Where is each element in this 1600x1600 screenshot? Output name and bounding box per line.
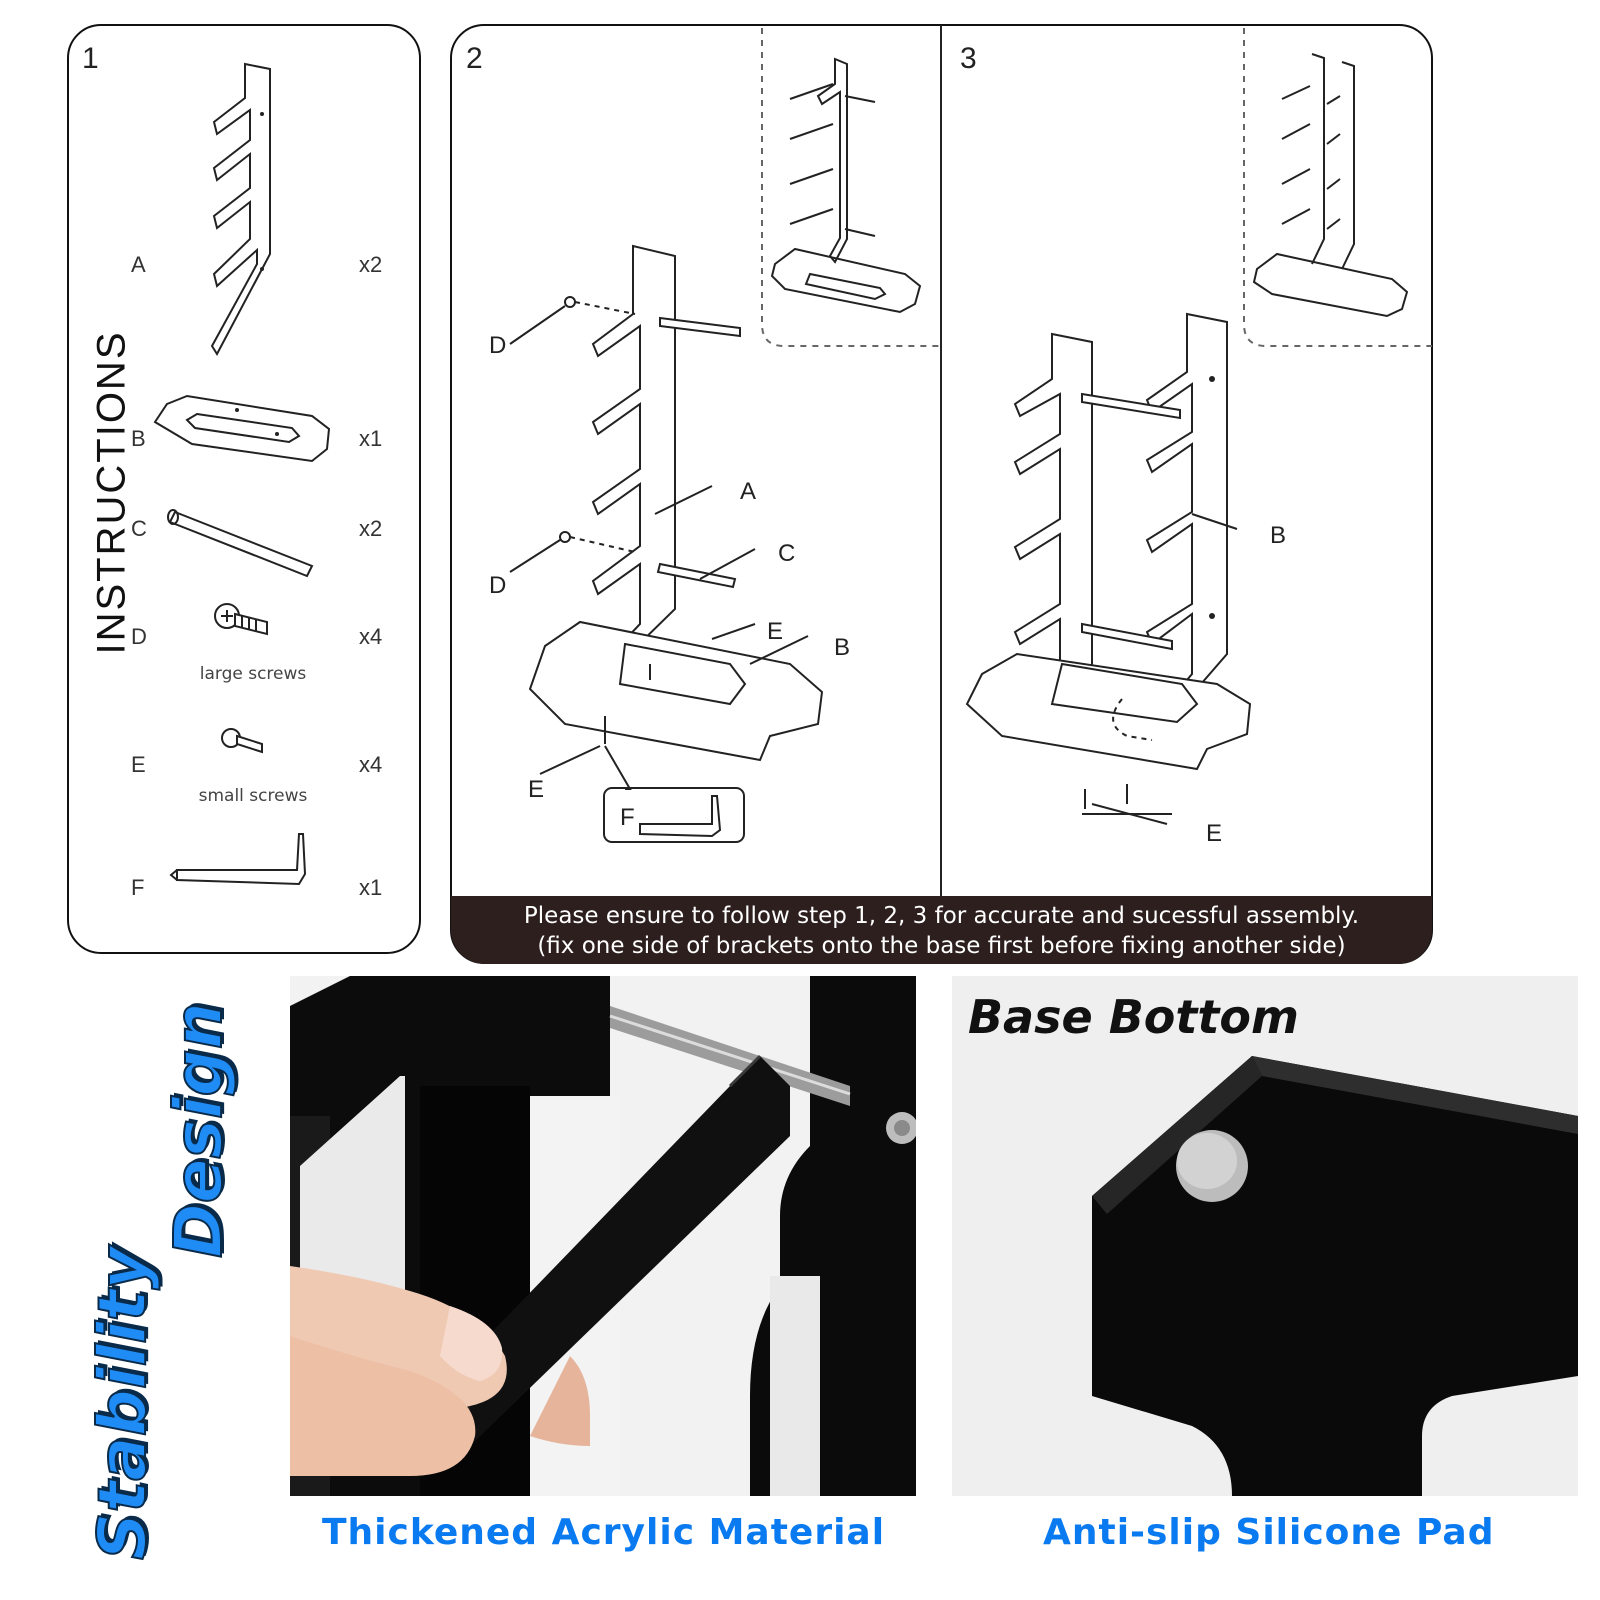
step3-number: 3 <box>960 42 977 75</box>
step2-label-d2: D <box>489 572 507 599</box>
part-f-qty: x1 <box>359 875 383 900</box>
part-c-letter: C <box>131 516 147 541</box>
part-a-qty: x2 <box>359 252 383 277</box>
acrylic-caption: Thickened Acrylic Material <box>322 1512 886 1553</box>
base-bottom-title: Base Bottom <box>968 990 1299 1044</box>
base-bottom-photo <box>952 976 1578 1496</box>
base-b-drawing <box>153 394 331 463</box>
step2-label-e: E <box>767 618 784 645</box>
acrylic-photo <box>290 976 916 1496</box>
silicone-pad-caption: Anti-slip Silicone Pad <box>1043 1512 1495 1553</box>
step2-inset-drawing <box>770 57 922 314</box>
step2-number: 2 <box>466 42 483 75</box>
step2-label-a: A <box>740 478 757 505</box>
part-b-letter: B <box>131 426 146 451</box>
rod-c-drawing <box>167 509 314 578</box>
step3-label-e: E <box>1206 820 1223 847</box>
small-screw-e-drawing <box>221 728 263 754</box>
part-e-caption: small screws <box>198 786 308 806</box>
bracket-a-drawing <box>210 62 271 357</box>
step3-drawing <box>965 28 1432 825</box>
step2-label-f: F <box>620 804 635 831</box>
parts-drawing <box>153 62 331 886</box>
side-title-design: Design <box>159 1001 238 1259</box>
assembly-note-banner: Please ensure to follow step 1, 2, 3 for… <box>451 896 1432 964</box>
step1-number: 1 <box>82 42 99 75</box>
step2-base-drawing <box>528 620 824 762</box>
step-divider <box>940 25 942 897</box>
part-a-letter: A <box>131 252 146 277</box>
step2-label-c: C <box>778 540 796 567</box>
assembly-note-line2: (fix one side of brackets onto the base … <box>537 933 1346 959</box>
side-title-stability: Stability <box>83 1246 162 1561</box>
part-d-letter: D <box>131 624 147 649</box>
step3-base-drawing <box>965 652 1252 771</box>
part-e-letter: E <box>131 752 146 777</box>
part-d-caption: large screws <box>199 664 307 684</box>
part-e-qty: x4 <box>359 752 383 777</box>
step2-drawing <box>509 28 940 843</box>
part-d-qty: x4 <box>359 624 383 649</box>
step3-label-b: B <box>1270 522 1287 549</box>
hex-key-f-drawing <box>169 833 307 886</box>
part-f-letter: F <box>131 875 145 900</box>
assembly-note-line1: Please ensure to follow step 1, 2, 3 for… <box>523 903 1360 929</box>
step3-inset-drawing <box>1252 53 1409 318</box>
part-b-qty: x1 <box>359 426 383 451</box>
part-c-qty: x2 <box>359 516 383 541</box>
large-screw-d-drawing <box>214 603 268 636</box>
step2-label-e2: E <box>528 776 545 803</box>
step2-label-d1: D <box>489 332 507 359</box>
step2-label-b: B <box>834 634 851 661</box>
